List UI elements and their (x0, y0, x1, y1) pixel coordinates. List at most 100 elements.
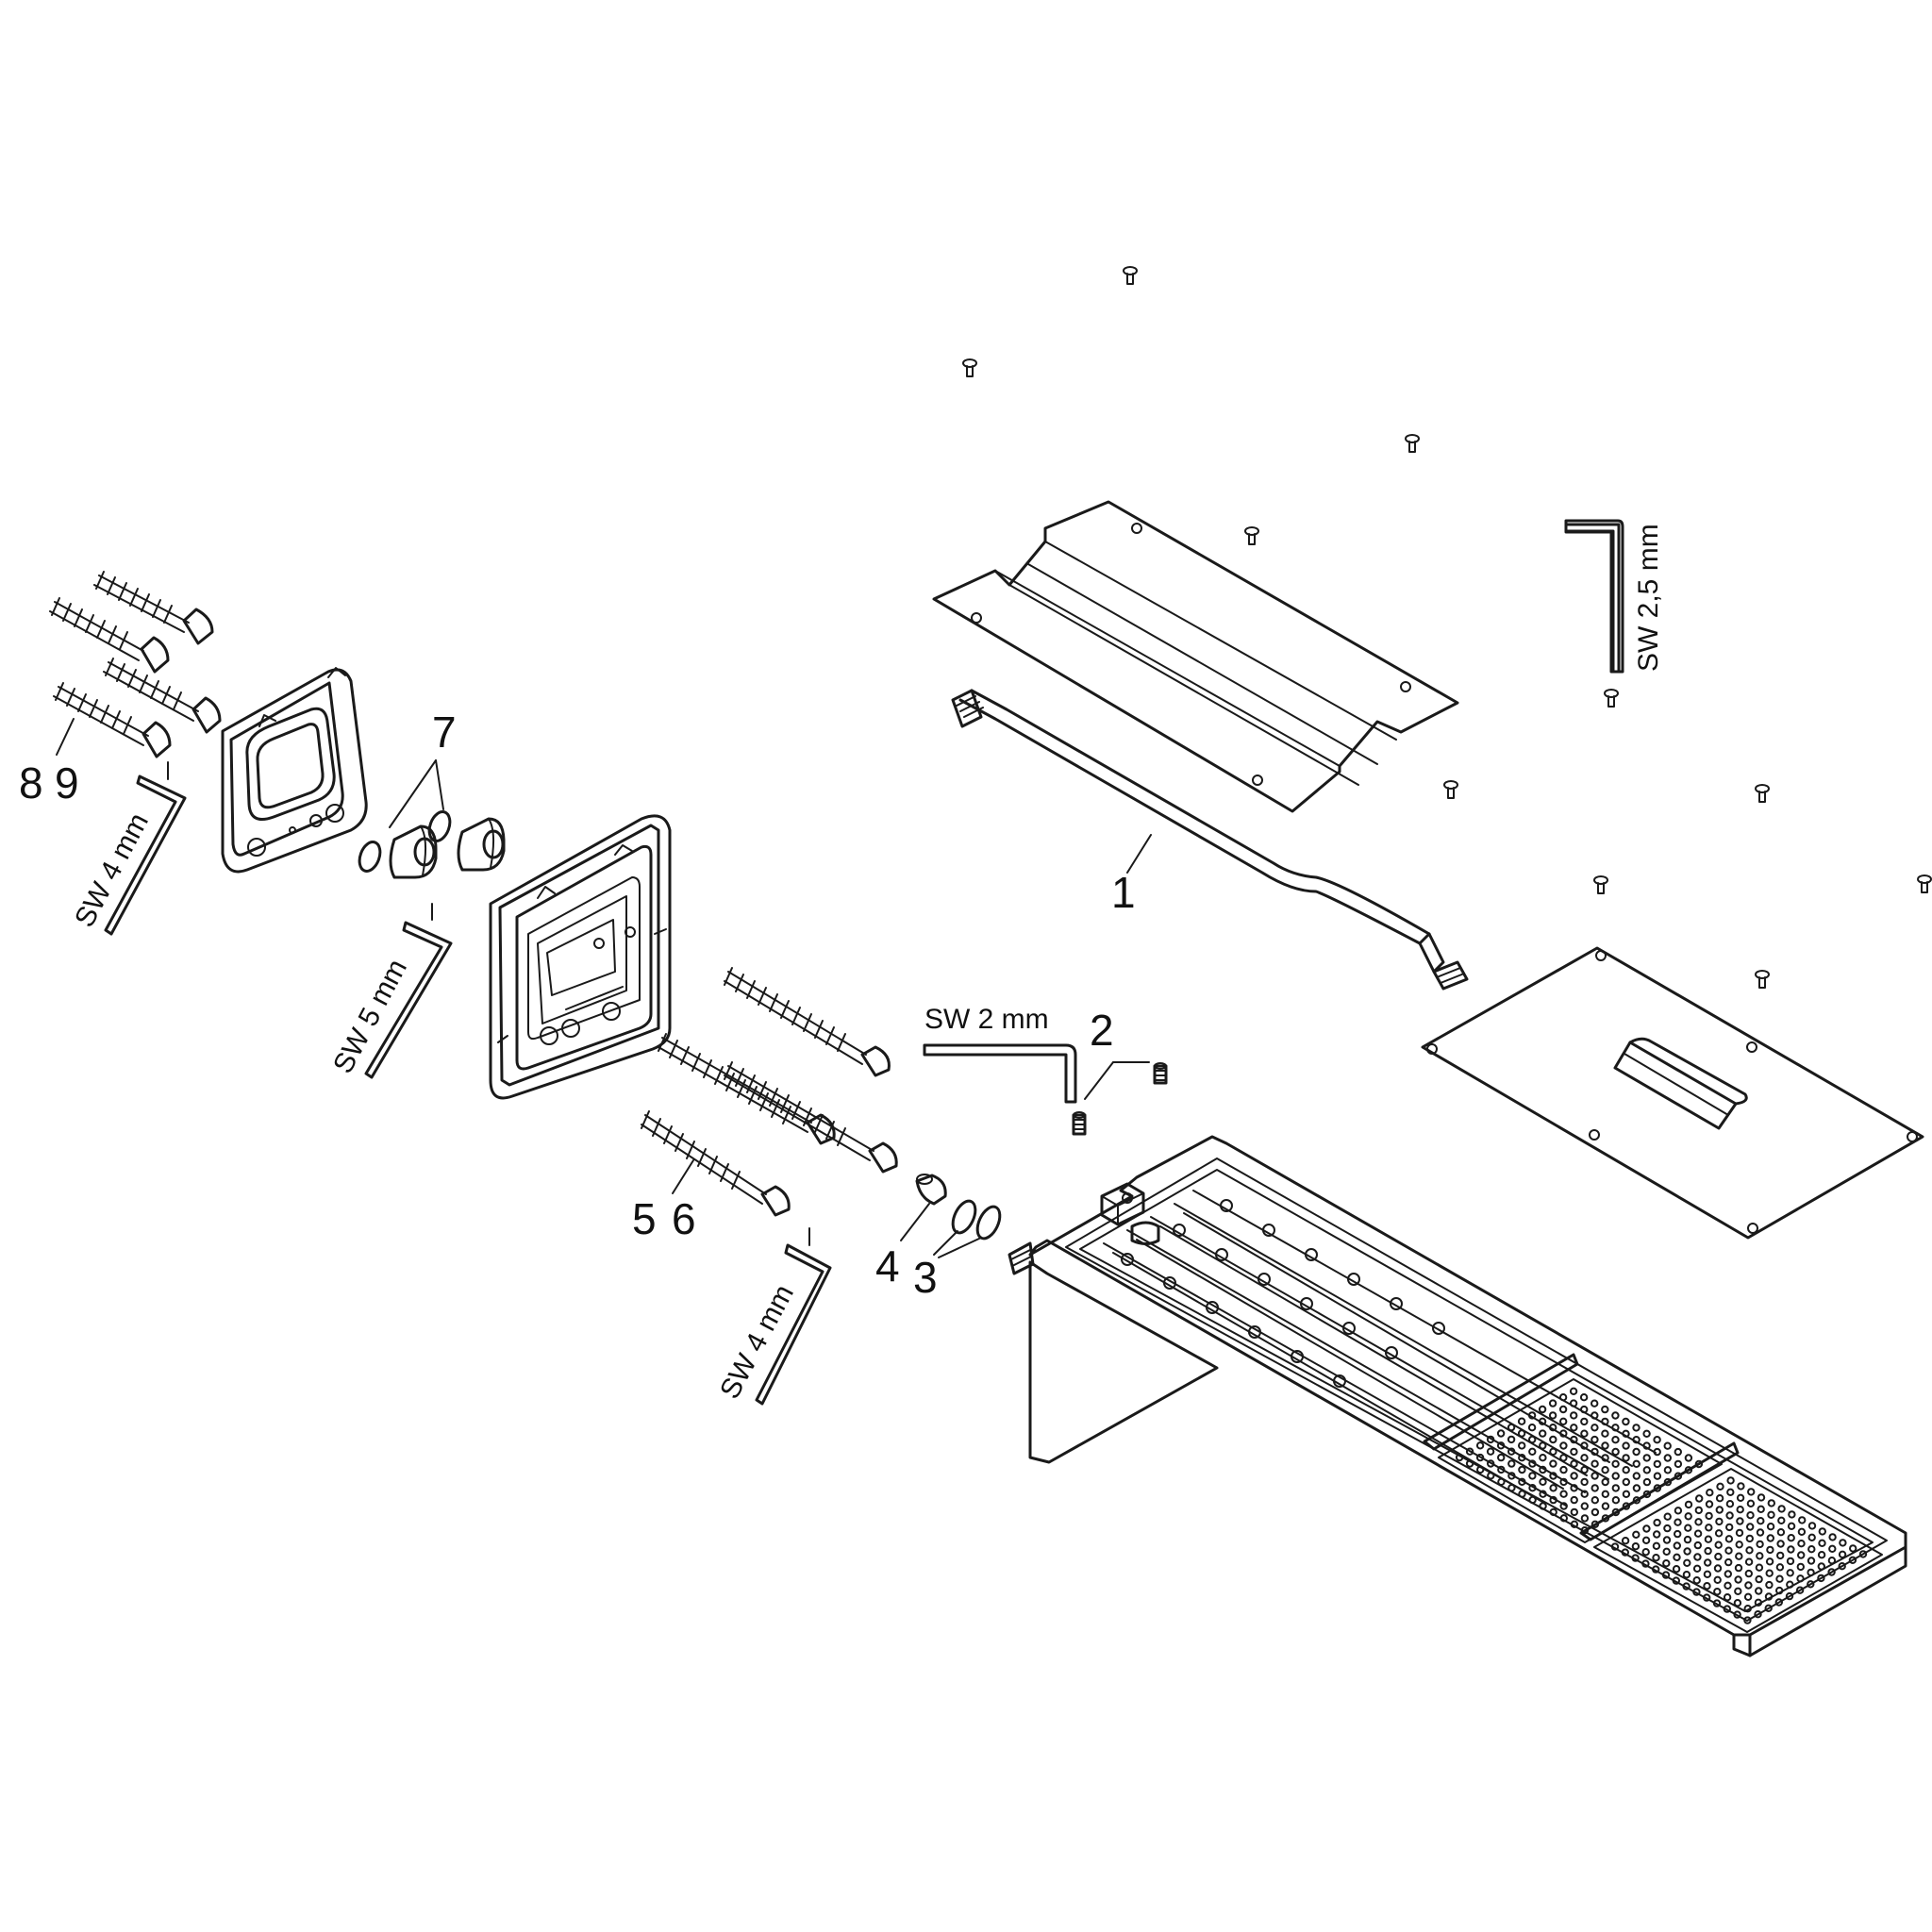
perforation-grid-1 (1455, 1387, 1704, 1535)
perforation-hole (1797, 1540, 1806, 1548)
perforation-hole (1764, 1592, 1774, 1601)
perforation-hole (1642, 1429, 1651, 1439)
perforation-hole (1601, 1417, 1609, 1426)
perforation-hole (1674, 1529, 1682, 1539)
perforation-hole (1692, 1588, 1701, 1596)
perforation-hole (1827, 1568, 1836, 1576)
perforation-hole (1539, 1502, 1547, 1510)
hex-key-sw5 (364, 903, 453, 1079)
perforation-hole (1726, 1476, 1735, 1485)
perforation-hole (1569, 1387, 1578, 1396)
perforation-hole (1570, 1459, 1578, 1468)
perforation-hole (1747, 1488, 1756, 1496)
perforation-hole (1622, 1417, 1630, 1426)
part-8-9-wall-screws (49, 571, 222, 758)
perforation-hole (1787, 1522, 1796, 1531)
perforation-hole (1663, 1466, 1673, 1474)
perforation-hole (1601, 1514, 1610, 1523)
perforation-hole (1703, 1593, 1711, 1602)
perforation-hole (1528, 1459, 1537, 1468)
perforation-hole (1591, 1472, 1599, 1480)
perforation-hole (1672, 1565, 1681, 1574)
perforation-hole (1486, 1447, 1495, 1456)
perforation-hole (1465, 1459, 1474, 1468)
perforation-hole (1694, 1459, 1704, 1469)
mounting-frame (489, 814, 672, 1100)
perforation-hole (1580, 1454, 1589, 1462)
perforation-hole (1662, 1547, 1671, 1557)
perforation-hole (1663, 1524, 1672, 1533)
perforation-hole (1570, 1447, 1578, 1457)
perforation-hole (1736, 1493, 1745, 1503)
perforation-hole (1632, 1447, 1641, 1457)
perforation-hole (1787, 1534, 1795, 1542)
perforation-hole (1775, 1563, 1785, 1572)
perforation-hole (1601, 1490, 1610, 1499)
perforation-hole (1786, 1557, 1795, 1566)
perforation-hole (1774, 1598, 1784, 1607)
perforation-hole (1713, 1575, 1722, 1585)
perforation-hole (1622, 1502, 1631, 1510)
perforation-hole (1714, 1541, 1723, 1549)
perforation-hole (1527, 1411, 1537, 1420)
perforation-hole (1744, 1557, 1754, 1566)
perforation-hole (1706, 1489, 1714, 1497)
perforation-hole (1755, 1574, 1763, 1584)
perforation-hole (1733, 1610, 1741, 1619)
perforation-hole (1642, 1524, 1651, 1533)
perforation-hole (1743, 1592, 1753, 1602)
perforation-hole (1754, 1610, 1762, 1619)
perforation-hole (1559, 1477, 1568, 1487)
perforation-hole (1757, 1517, 1765, 1525)
part-7-bushings (358, 810, 506, 879)
perforation-hole (1496, 1441, 1506, 1450)
label-part-2: 2 (1090, 1006, 1114, 1055)
perforation-hole (1559, 1514, 1569, 1523)
perforation-hole (1723, 1605, 1732, 1613)
perforation-hole (1754, 1598, 1763, 1607)
perforation-hole (1735, 1528, 1744, 1538)
perforation-hole (1632, 1530, 1641, 1540)
perforation-hole (1713, 1588, 1722, 1596)
perforation-hole (1683, 1547, 1691, 1556)
perforation-hole (1743, 1616, 1752, 1624)
perforation-hole (1683, 1535, 1692, 1544)
perforation-hole (1807, 1557, 1816, 1565)
perforation-grid-2 (1610, 1476, 1868, 1624)
perforation-hole (1621, 1548, 1630, 1557)
perforation-hole (1777, 1505, 1786, 1513)
perforation-hole (1569, 1399, 1578, 1407)
perforation-hole (1641, 1548, 1650, 1557)
perforation-hole (1622, 1441, 1630, 1450)
perforation-hole (1632, 1496, 1641, 1505)
perforation-hole (1693, 1553, 1702, 1561)
perforation-hole (1465, 1447, 1474, 1456)
perforation-hole (1611, 1507, 1621, 1517)
perforation-hole (1549, 1459, 1557, 1468)
perforation-hole (1549, 1495, 1557, 1505)
perforation-hole (1591, 1424, 1599, 1432)
perforation-hole (1785, 1591, 1794, 1601)
perforation-hole (1703, 1582, 1711, 1591)
perforation-hole (1580, 1526, 1590, 1535)
perforation-hole (1736, 1506, 1744, 1514)
perforation-hole (1733, 1599, 1742, 1607)
perforation-hole (1622, 1477, 1631, 1487)
perforation-hole (1694, 1518, 1703, 1526)
perforation-hole (1788, 1510, 1796, 1519)
perforation-hole (1807, 1568, 1815, 1577)
perforation-hole (1744, 1581, 1753, 1590)
perforation-hole (1705, 1524, 1713, 1532)
perforation-hole (1611, 1447, 1620, 1457)
perforation-hole (1807, 1580, 1815, 1589)
perforation-hole (1632, 1424, 1641, 1432)
perforation-hole (1798, 1516, 1807, 1524)
perforation-hole (1662, 1559, 1671, 1568)
label-part-1: 1 (1111, 868, 1136, 917)
perforation-hole (1559, 1490, 1568, 1498)
perforation-hole (1631, 1542, 1641, 1551)
perforation-hole (1674, 1459, 1683, 1469)
perforation-hole (1724, 1557, 1733, 1567)
perforation-hole (1539, 1454, 1547, 1462)
